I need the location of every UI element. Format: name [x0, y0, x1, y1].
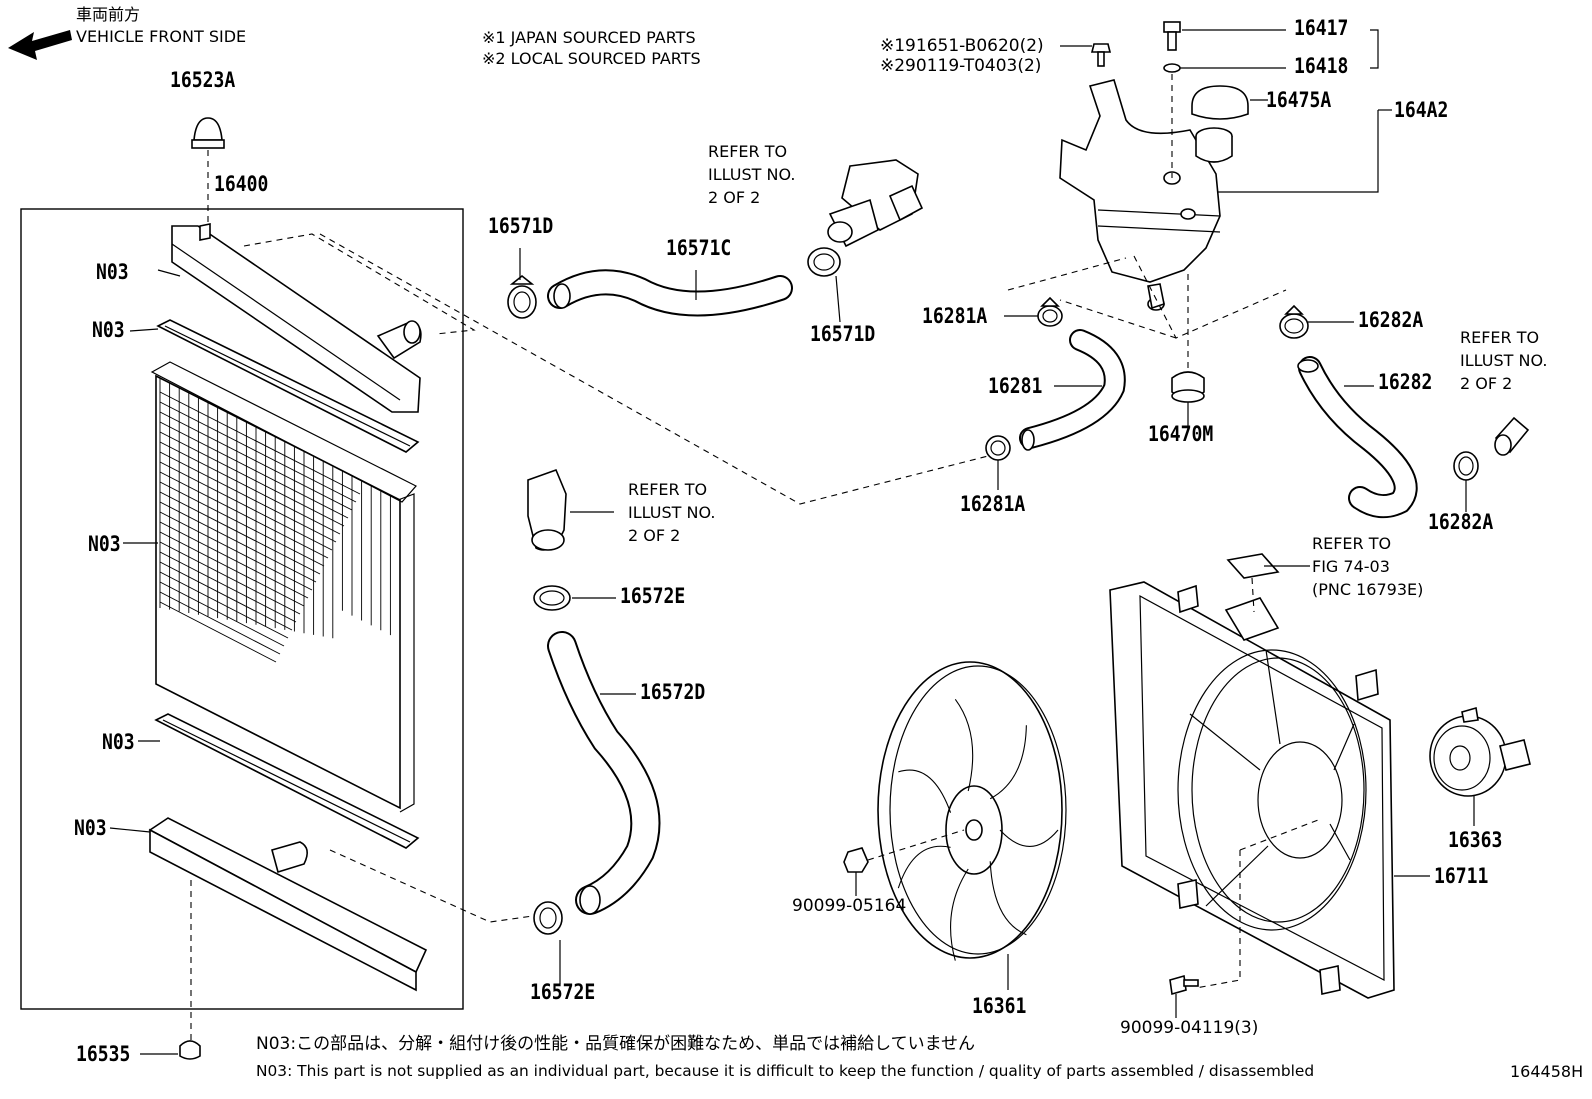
front-direction-jp: 車両前方	[76, 5, 141, 24]
label-16523A: 16523A	[170, 68, 236, 92]
grommet-16470M	[1171, 371, 1205, 426]
radiator-assembly-frame	[20, 208, 464, 1010]
clamp-16571D-upper-right	[807, 247, 841, 323]
label-16363: 16363	[1448, 828, 1503, 852]
label-16282A-lower: 16282A	[1428, 510, 1494, 534]
clamp-16572E-lower	[533, 901, 563, 984]
label-164A2: 164A2	[1394, 98, 1449, 122]
label-16282A-upper: 16282A	[1358, 308, 1424, 332]
label-16572D: 16572D	[640, 680, 706, 704]
refer-line: REFER TO	[628, 480, 708, 499]
label-16281A-lower: 16281A	[960, 492, 1026, 516]
refer-line: ILLUST NO.	[628, 503, 716, 522]
label-16711: 16711	[1434, 864, 1489, 888]
label-16475A: 16475A	[1266, 88, 1332, 112]
label-16282: 16282	[1378, 370, 1433, 394]
refer-line: (PNC 16793E)	[1312, 580, 1424, 599]
fan-shroud-16711	[1109, 581, 1430, 999]
label-16400: 16400	[214, 172, 269, 196]
refer-line: 2 OF 2	[1460, 374, 1513, 393]
label-16571D-right: 16571D	[810, 322, 876, 346]
clamp-16571D-upper-left	[507, 248, 537, 319]
label-90099-05164: 90099-05164	[792, 896, 907, 916]
refer-upper-outlet: REFER TO ILLUST NO. 2 OF 2	[708, 140, 795, 209]
clamp-16572E-upper	[533, 585, 616, 611]
label-bolt-japan: ※191651-B0620(2)	[880, 36, 1044, 56]
bolt-91651	[1060, 43, 1112, 67]
label-16281: 16281	[988, 374, 1043, 398]
footnote-jp: N03:この部品は、分解・組付け後の性能・品質確保が困難なため、単品では補給して…	[256, 1034, 976, 1054]
water-outlet-upper	[827, 159, 924, 248]
fan-16361	[877, 661, 1067, 990]
radiator-lower-tank	[109, 817, 428, 992]
footnote-en: N03: This part is not supplied as an ind…	[256, 1062, 1315, 1080]
label-16572E-upper: 16572E	[620, 584, 686, 608]
refer-fig-74-03: REFER TO FIG 74-03 (PNC 16793E)	[1312, 532, 1423, 601]
label-16361: 16361	[972, 994, 1027, 1018]
label-16417: 16417	[1294, 16, 1349, 40]
refer-line: 2 OF 2	[628, 526, 681, 545]
legend-local-sourced: ※2 LOCAL SOURCED PARTS	[482, 49, 701, 68]
front-direction-en: VEHICLE FRONT SIDE	[76, 27, 247, 46]
label-16281A-upper: 16281A	[922, 304, 988, 328]
label-16571C: 16571C	[666, 236, 732, 260]
label-16535: 16535	[76, 1042, 131, 1066]
nut-90099-05164	[843, 829, 965, 896]
legend-japan-sourced: ※1 JAPAN SOURCED PARTS	[482, 28, 696, 47]
pipe-stub	[1494, 416, 1530, 456]
refer-line: FIG 74-03	[1312, 557, 1390, 576]
label-16418: 16418	[1294, 54, 1349, 78]
refer-line: ILLUST NO.	[1460, 351, 1548, 370]
refer-line: ILLUST NO.	[708, 165, 796, 184]
bolt-90099-04119	[1169, 974, 1199, 1018]
label-n03-core: N03	[88, 532, 121, 556]
label-n03-upper-tank: N03	[96, 260, 129, 284]
label-n03-lower-tank: N03	[74, 816, 107, 840]
radiator-core	[123, 361, 417, 813]
refer-lower-outlet: REFER TO ILLUST NO. 2 OF 2	[628, 478, 715, 547]
radiator-cap-16523A	[193, 117, 223, 141]
clamp-16282A-lower	[1453, 451, 1479, 512]
front-arrow-icon	[8, 30, 72, 60]
reservoir-cap-16475A	[1191, 85, 1268, 120]
water-outlet-lower	[527, 468, 614, 551]
washer-16418	[1163, 63, 1286, 73]
reservoir-tank-assembly	[1059, 79, 1379, 311]
refer-line: REFER TO	[1312, 534, 1392, 553]
drain-plug-16535	[179, 1040, 201, 1060]
label-bolt-local: ※290119-T0403(2)	[880, 56, 1042, 76]
label-16572E-lower: 16572E	[530, 980, 596, 1004]
refer-line: REFER TO	[1460, 328, 1540, 347]
radiator-upper-tank	[157, 223, 422, 413]
bolt-16417	[1163, 21, 1286, 51]
label-90099-04119: 90099-04119(3)	[1120, 1018, 1259, 1038]
label-16470M: 16470M	[1148, 422, 1214, 446]
clamp-16282A-upper	[1279, 304, 1354, 339]
label-plate	[1226, 553, 1280, 579]
refer-line: 2 OF 2	[708, 188, 761, 207]
refer-line: REFER TO	[708, 142, 788, 161]
figure-id: 164458H	[1510, 1062, 1584, 1081]
label-n03-upper-gasket: N03	[92, 318, 125, 342]
clamp-16281A-lower	[985, 435, 1011, 490]
clamp-16281A-upper	[1004, 296, 1063, 327]
refer-pipe-stub: REFER TO ILLUST NO. 2 OF 2	[1460, 326, 1547, 395]
label-n03-lower-gasket: N03	[102, 730, 135, 754]
fan-motor-16363	[1429, 706, 1531, 826]
label-16571D-left: 16571D	[488, 214, 554, 238]
